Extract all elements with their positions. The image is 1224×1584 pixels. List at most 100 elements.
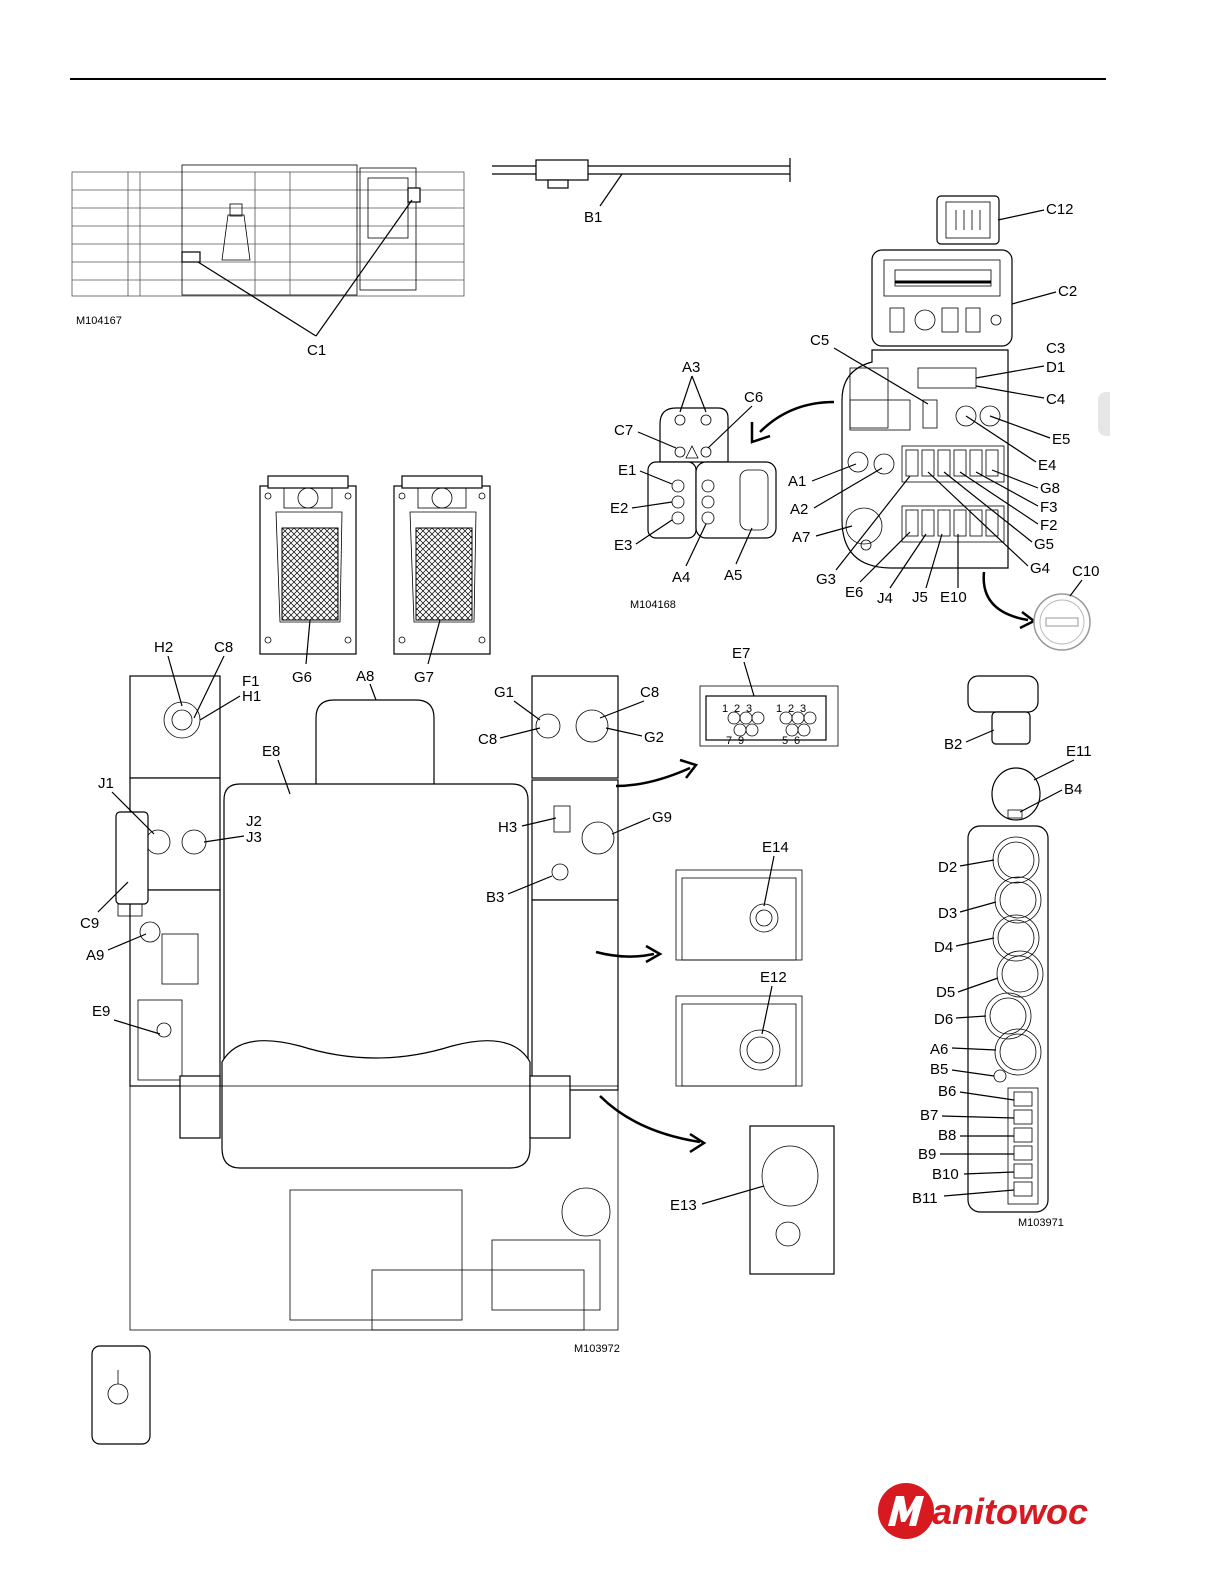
callout-J1: J1 <box>98 775 114 792</box>
callout-C8-left: C8 <box>214 639 233 656</box>
callout-B9: B9 <box>918 1146 936 1163</box>
callout-H3: H3 <box>498 819 517 836</box>
callout-D3: D3 <box>938 905 957 922</box>
seat-console <box>92 676 618 1444</box>
pedal-G7 <box>394 476 490 654</box>
callout-E6: E6 <box>845 584 863 601</box>
callout-C9: C9 <box>80 915 99 932</box>
callout-J5: J5 <box>912 589 928 606</box>
callout-B5: B5 <box>930 1061 948 1078</box>
e7-num-1b: 1 <box>776 703 782 715</box>
machine-side-view <box>72 165 464 296</box>
callout-B1: B1 <box>584 209 602 226</box>
e7-num-1: 1 <box>722 703 728 715</box>
callout-A1: A1 <box>788 473 806 490</box>
figure-code-M104167: M104167 <box>76 315 122 327</box>
callout-C7: C7 <box>614 422 633 439</box>
callout-G6: G6 <box>292 669 312 686</box>
panel-E12 <box>676 996 802 1086</box>
callout-G3: G3 <box>816 571 836 588</box>
cap-E11 <box>992 768 1040 820</box>
figure-code-M103972: M103972 <box>574 1343 620 1355</box>
callout-G4: G4 <box>1030 560 1050 577</box>
callout-E8: E8 <box>262 743 280 760</box>
callout-E1: E1 <box>618 462 636 479</box>
callout-F3: F3 <box>1040 499 1058 516</box>
e7-num-9: 9 <box>738 735 744 747</box>
callout-B2: B2 <box>944 736 962 753</box>
callout-E7: E7 <box>732 645 750 662</box>
callout-A9: A9 <box>86 947 104 964</box>
e7-num-2: 2 <box>734 703 740 715</box>
callout-E10: E10 <box>940 589 967 606</box>
callout-G9: G9 <box>652 809 672 826</box>
callout-C1: C1 <box>307 342 326 359</box>
callout-F2: F2 <box>1040 517 1058 534</box>
callout-G7: G7 <box>414 669 434 686</box>
callout-E13: E13 <box>670 1197 697 1214</box>
callout-A5: A5 <box>724 567 742 584</box>
callout-E2: E2 <box>610 500 628 517</box>
callout-B4: B4 <box>1064 781 1082 798</box>
callout-C3: C3 <box>1046 340 1065 357</box>
e7-num-3b: 3 <box>800 703 806 715</box>
panel-detail-M104168 <box>648 408 776 538</box>
callout-E5: E5 <box>1052 431 1070 448</box>
callout-G1: G1 <box>494 684 514 701</box>
callout-E11: E11 <box>1066 743 1092 760</box>
e7-num-6: 6 <box>794 735 800 747</box>
callout-E9: E9 <box>92 1003 110 1020</box>
callout-E3: E3 <box>614 537 632 554</box>
callout-C4: C4 <box>1046 391 1065 408</box>
callout-D1: D1 <box>1046 359 1065 376</box>
callout-C8-mid: C8 <box>478 731 497 748</box>
callout-C12: C12 <box>1046 201 1074 218</box>
callout-D2: D2 <box>938 859 957 876</box>
callout-A6: A6 <box>930 1041 948 1058</box>
callout-C2: C2 <box>1058 283 1077 300</box>
callout-C5: C5 <box>810 332 829 349</box>
callout-B11: B11 <box>912 1190 938 1207</box>
console-C12 <box>937 196 999 244</box>
callout-C8-right: C8 <box>640 684 659 701</box>
callout-C6: C6 <box>744 389 763 406</box>
figure-code-M104168: M104168 <box>630 599 676 611</box>
callout-C10: C10 <box>1072 563 1100 580</box>
callout-E4: E4 <box>1038 457 1056 474</box>
callout-A4: A4 <box>672 569 690 586</box>
callout-H2: H2 <box>154 639 173 656</box>
svg-text:anitowoc: anitowoc <box>932 1491 1088 1532</box>
callout-A3: A3 <box>682 359 700 376</box>
callout-B8: B8 <box>938 1127 956 1144</box>
callout-G8: G8 <box>1040 480 1060 497</box>
panel-E14 <box>676 870 802 960</box>
callout-E14: E14 <box>762 839 789 856</box>
e7-num-5: 5 <box>782 735 788 747</box>
manitowoc-logo: anitowoc <box>876 1478 1096 1544</box>
callout-A7: A7 <box>792 529 810 546</box>
console-C2-display <box>872 250 1012 346</box>
callout-H1: H1 <box>242 688 261 705</box>
e7-num-3: 3 <box>746 703 752 715</box>
callout-J4: J4 <box>877 590 893 607</box>
callout-B10: B10 <box>932 1166 959 1183</box>
e7-num-7: 7 <box>726 735 732 747</box>
callout-E12: E12 <box>760 969 787 986</box>
panel-E13 <box>750 1126 834 1274</box>
callout-G2: G2 <box>644 729 664 746</box>
callout-J3: J3 <box>246 829 262 846</box>
callout-B6: B6 <box>938 1083 956 1100</box>
bar-B1 <box>492 158 790 188</box>
figure-code-M103971: M103971 <box>1018 1217 1064 1229</box>
callout-D6: D6 <box>934 1011 953 1028</box>
callout-D5: D5 <box>936 984 955 1001</box>
C10-knob <box>1034 594 1090 650</box>
knob-B2 <box>968 676 1038 744</box>
callout-D4: D4 <box>934 939 953 956</box>
panel-E7: 1 2 3 7 9 1 2 3 5 6 <box>700 686 838 747</box>
callout-J2: J2 <box>246 813 262 830</box>
callout-A2: A2 <box>790 501 808 518</box>
e7-num-2b: 2 <box>788 703 794 715</box>
callout-G5: G5 <box>1034 536 1054 553</box>
